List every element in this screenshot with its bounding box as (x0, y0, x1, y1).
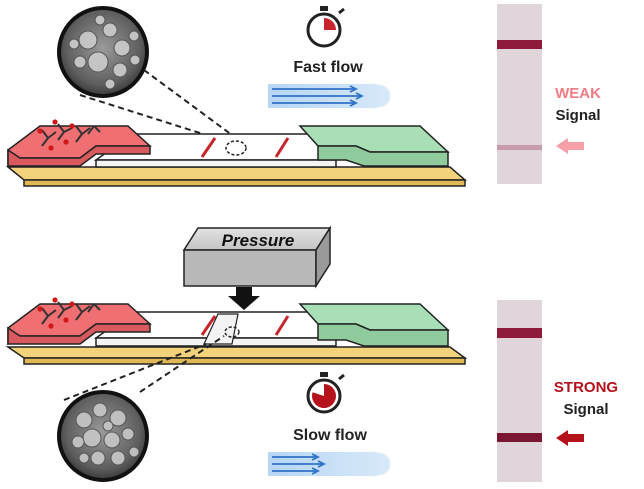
test-strip-photo (497, 300, 542, 482)
control-band (497, 328, 542, 338)
zoom-line (63, 343, 207, 401)
membrane-edge (95, 159, 337, 168)
bottom-panel: Pressure (5, 225, 618, 482)
stopwatch-icon (306, 372, 345, 414)
top-panel: Fast flow WEAK Signal (5, 4, 601, 187)
absorbent-pad-edge (317, 323, 449, 347)
zoom-line (79, 94, 223, 141)
focus-circle (224, 326, 240, 338)
left-arrow-icon (556, 138, 584, 154)
backing-edge (23, 179, 466, 187)
flow-arrow-icon (268, 84, 390, 108)
test-line (200, 137, 217, 158)
control-line (274, 137, 290, 158)
backing-card (5, 166, 468, 181)
focus-circle (225, 140, 247, 156)
sample-pad-edge (7, 323, 151, 345)
antibody-icon (41, 123, 101, 147)
zoom-line (143, 69, 237, 139)
signal-label: Signal (563, 401, 608, 418)
signal-word: STRONG (554, 379, 618, 396)
flow-label: Slow flow (293, 427, 367, 444)
gold-nanoparticle-icon (37, 119, 75, 151)
left-arrow-icon (556, 430, 584, 446)
signal-word: WEAK (555, 85, 601, 102)
gold-nanoparticle-icon (37, 297, 75, 329)
test-strip-photo (497, 4, 542, 184)
control-band (497, 40, 542, 49)
antibody-icon (41, 301, 101, 325)
zoom-line (139, 335, 225, 393)
sem-micrograph-icon (57, 6, 149, 98)
test-band (497, 145, 542, 150)
flow-label: Fast flow (293, 59, 363, 76)
pressure-block (182, 225, 332, 289)
backing-edge (23, 357, 466, 365)
sem-micrograph-icon (57, 390, 149, 482)
test-band (497, 433, 542, 442)
test-line (200, 315, 217, 336)
flow-arrow-icon (268, 452, 390, 476)
stopwatch-icon (306, 6, 345, 48)
down-arrow-icon (228, 287, 260, 310)
pressure-label: Pressure (222, 231, 295, 250)
sample-pad-edge (7, 145, 151, 167)
control-line (274, 315, 290, 336)
absorbent-pad-edge (317, 145, 449, 167)
signal-label: Signal (555, 107, 600, 124)
backing-card (5, 346, 468, 359)
